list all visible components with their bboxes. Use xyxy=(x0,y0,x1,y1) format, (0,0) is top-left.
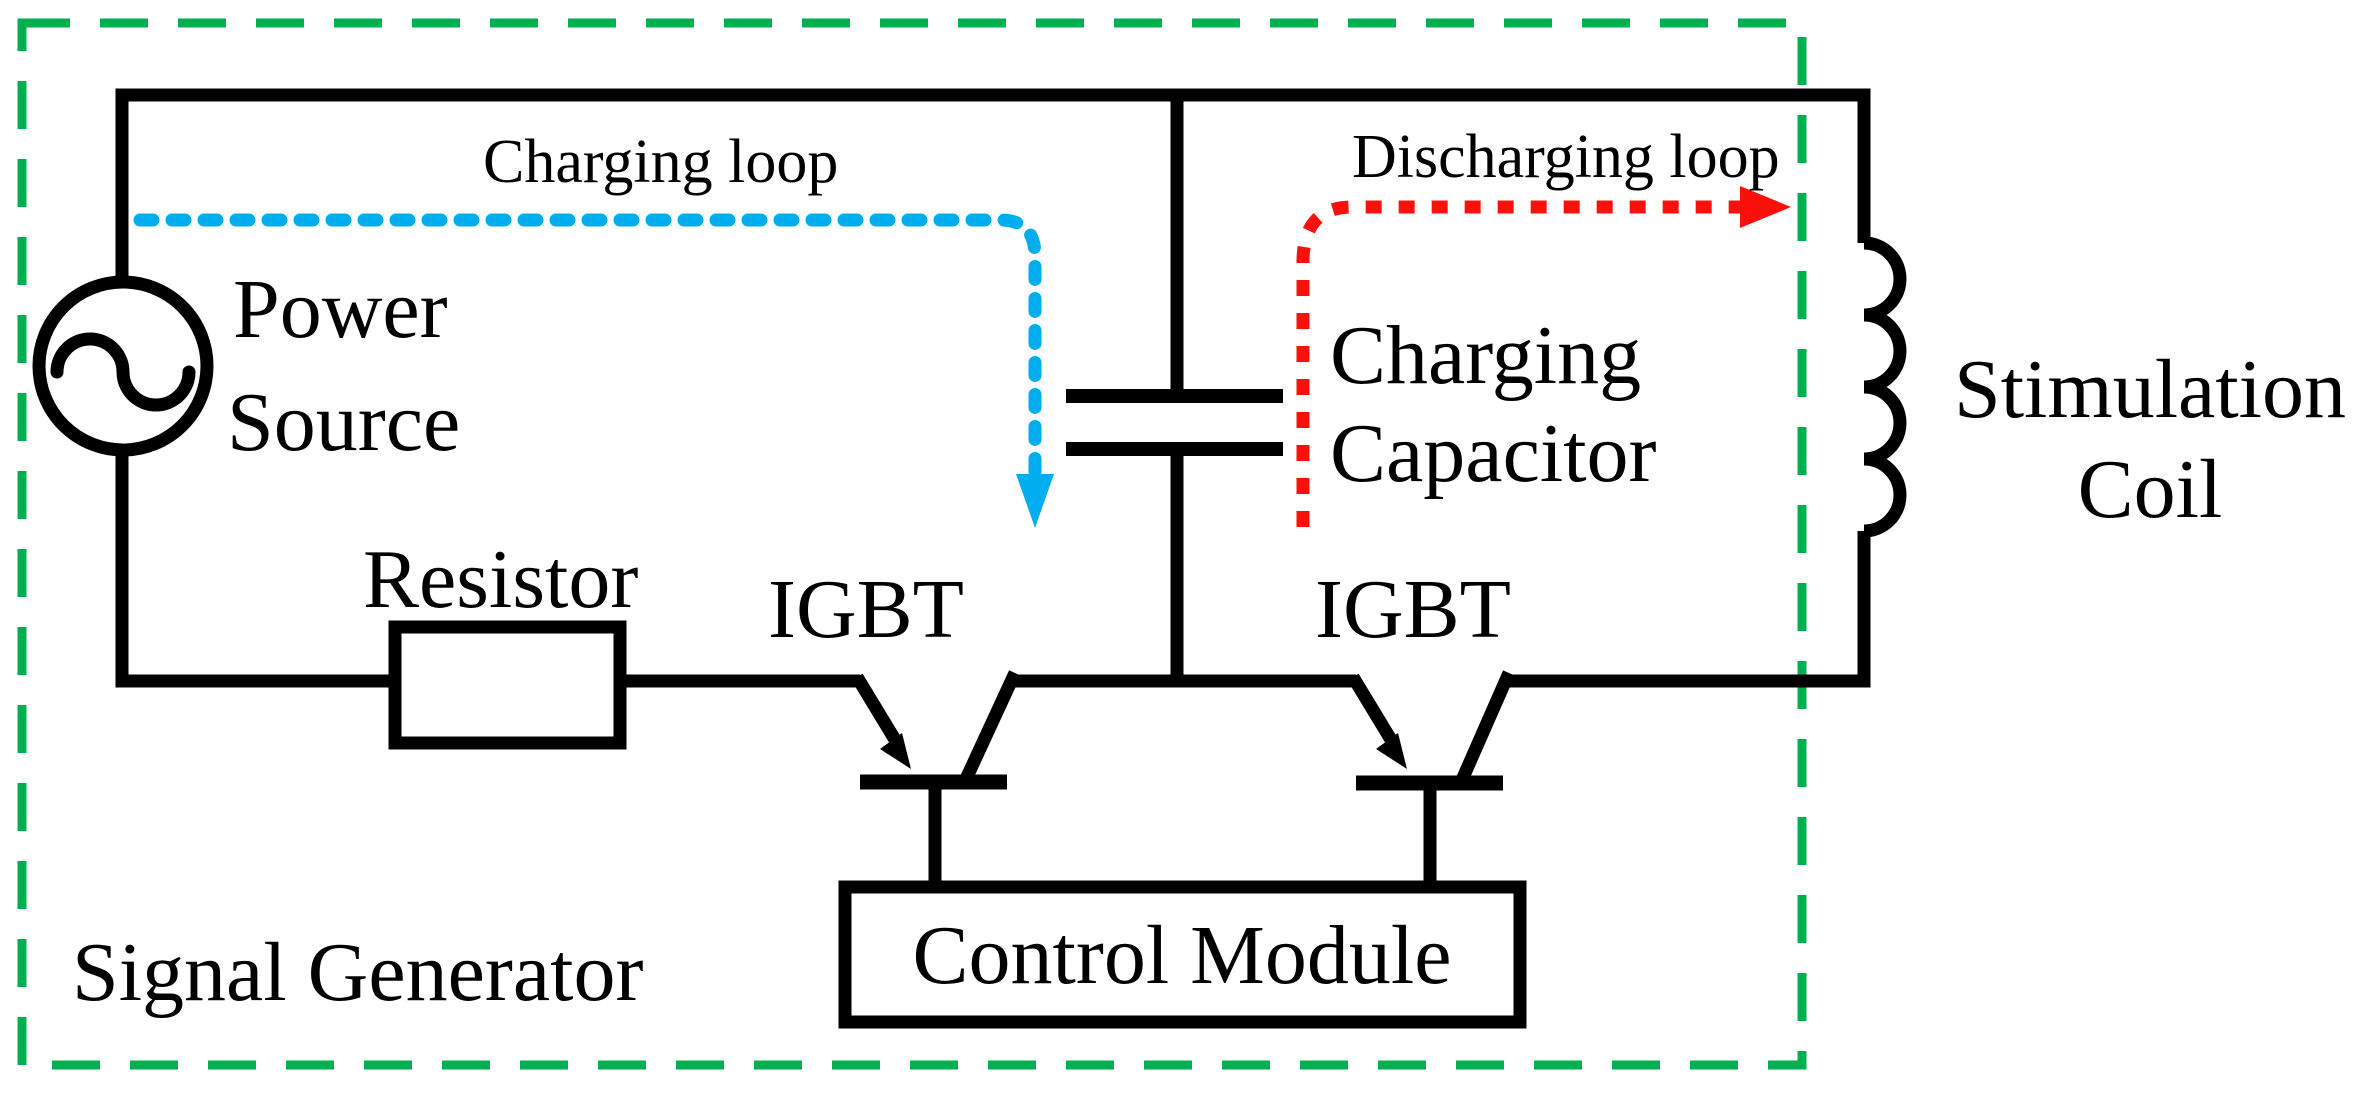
coil-label-line2: Coil xyxy=(2078,443,2223,536)
signal-generator-label: Signal Generator xyxy=(72,926,643,1019)
igbt-right-collector-slant xyxy=(1347,673,1399,747)
igbt-right-label: IGBT xyxy=(1315,563,1511,656)
igbt-left-collector-slant xyxy=(851,673,903,747)
control-module-label: Control Module xyxy=(913,909,1452,1002)
charging-loop-path xyxy=(133,213,1042,485)
control-module-box xyxy=(838,880,1527,1029)
power-source-label-line2: Source xyxy=(227,376,460,469)
sine-wave-icon xyxy=(50,332,196,412)
discharging-loop-path xyxy=(1296,200,1740,527)
wire-igbt-to-coil xyxy=(1507,531,1871,688)
charging-loop-arrowhead-icon xyxy=(1016,474,1054,528)
igbt-right-emitter-slant xyxy=(1456,670,1515,783)
igbt-left-emitter-slant xyxy=(960,670,1021,782)
charging-loop-label: Charging loop xyxy=(483,128,838,196)
left-lower-wire xyxy=(115,444,395,688)
stimulation-coil-symbol xyxy=(1863,236,1907,538)
top-rail-wire xyxy=(115,88,1871,290)
igbt-left-arrow-icon xyxy=(880,733,911,769)
discharging-loop-label: Discharging loop xyxy=(1352,123,1780,191)
capacitor-label-line2: Capacitor xyxy=(1330,407,1657,500)
signal-generator-boundary xyxy=(17,18,1807,1070)
discharging-loop-arrowhead-icon xyxy=(1740,186,1791,228)
igbt-left-label: IGBT xyxy=(768,563,964,656)
igbt-right-arrow-icon xyxy=(1376,733,1407,769)
capacitor-label-line1: Charging xyxy=(1330,309,1641,402)
coil-label-line1: Stimulation xyxy=(1954,343,2346,436)
resistor-symbol xyxy=(388,620,627,750)
resistor-label: Resistor xyxy=(363,533,638,626)
power-source-label-line1: Power xyxy=(233,263,448,356)
